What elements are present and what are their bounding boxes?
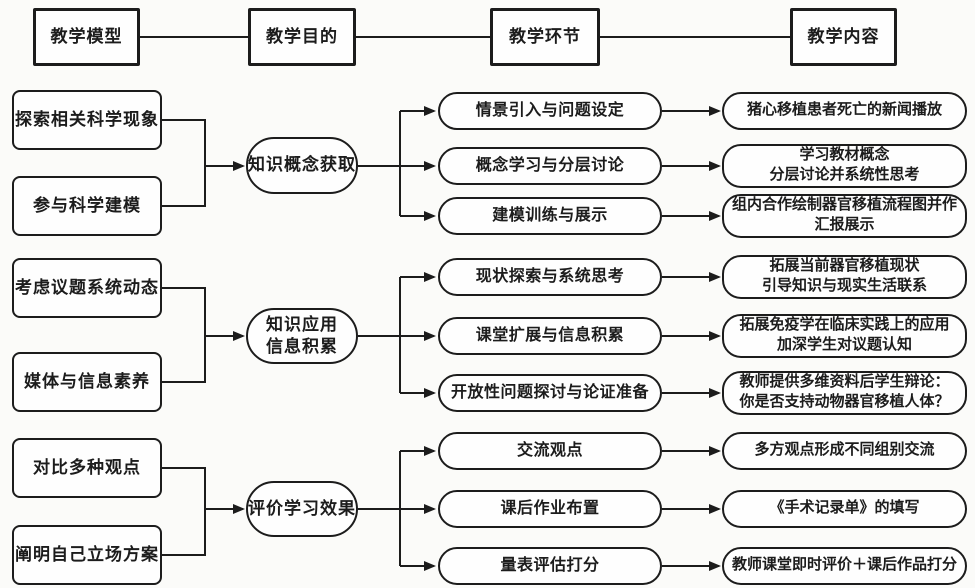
g2-content-1: 拓展当前器官移植现状 引导知识与现实生活联系: [722, 255, 967, 299]
g1-content-3: 组内合作绘制器官移植流程图并作 汇报展示: [722, 194, 967, 238]
g1-goal: 知识概念获取: [246, 137, 358, 194]
g2-step-2: 课堂扩展与信息积累: [438, 317, 662, 355]
group3-edges: [162, 446, 721, 571]
g3-step-2: 课后作业布置: [438, 490, 662, 528]
group2-edges: [162, 272, 721, 398]
g2-content-2: 拓展免疫学在临床实践上的应用 加深学生对议题认知: [722, 314, 967, 358]
g1-step-3: 建模训练与展示: [438, 197, 662, 235]
header-teaching-model: 教学模型: [33, 8, 140, 66]
g2-content-3: 教师提供多维资料后学生辩论： 你是否支持动物器官移植人体？: [722, 371, 967, 415]
header-teaching-purpose: 教学目的: [248, 8, 356, 66]
g2-step-1: 现状探索与系统思考: [438, 258, 662, 296]
header-teaching-stage: 教学环节: [490, 8, 600, 66]
g1-step-1: 情景引入与问题设定: [438, 92, 662, 130]
g3-input-2: 阐明自己立场方案: [12, 525, 162, 585]
g1-input-2: 参与科学建模: [12, 176, 162, 236]
g3-content-2: 《手术记录单》的填写: [722, 490, 967, 528]
g2-input-1: 考虑议题系统动态: [12, 258, 162, 318]
g1-content-1: 猪心移植患者死亡的新闻播放: [722, 92, 967, 130]
g1-step-2: 概念学习与分层讨论: [438, 147, 662, 185]
g3-step-1: 交流观点: [438, 432, 662, 470]
g3-goal: 评价学习效果: [246, 481, 358, 537]
g1-content-2: 学习教材概念 分层讨论并系统性思考: [722, 144, 967, 188]
header-teaching-content: 教学内容: [790, 8, 897, 66]
group1-edges: [162, 106, 721, 221]
g3-content-1: 多方观点形成不同组别交流: [722, 432, 967, 470]
g1-input-1: 探索相关科学现象: [12, 90, 162, 150]
g2-step-3: 开放性问题探讨与论证准备: [438, 374, 662, 412]
g2-input-2: 媒体与信息素养: [12, 352, 162, 412]
g3-content-3: 教师课堂即时评价＋课后作品打分: [722, 547, 967, 585]
g2-goal: 知识应用 信息积累: [246, 308, 358, 364]
g3-input-1: 对比多种观点: [12, 438, 162, 498]
g3-step-3: 量表评估打分: [438, 547, 662, 585]
